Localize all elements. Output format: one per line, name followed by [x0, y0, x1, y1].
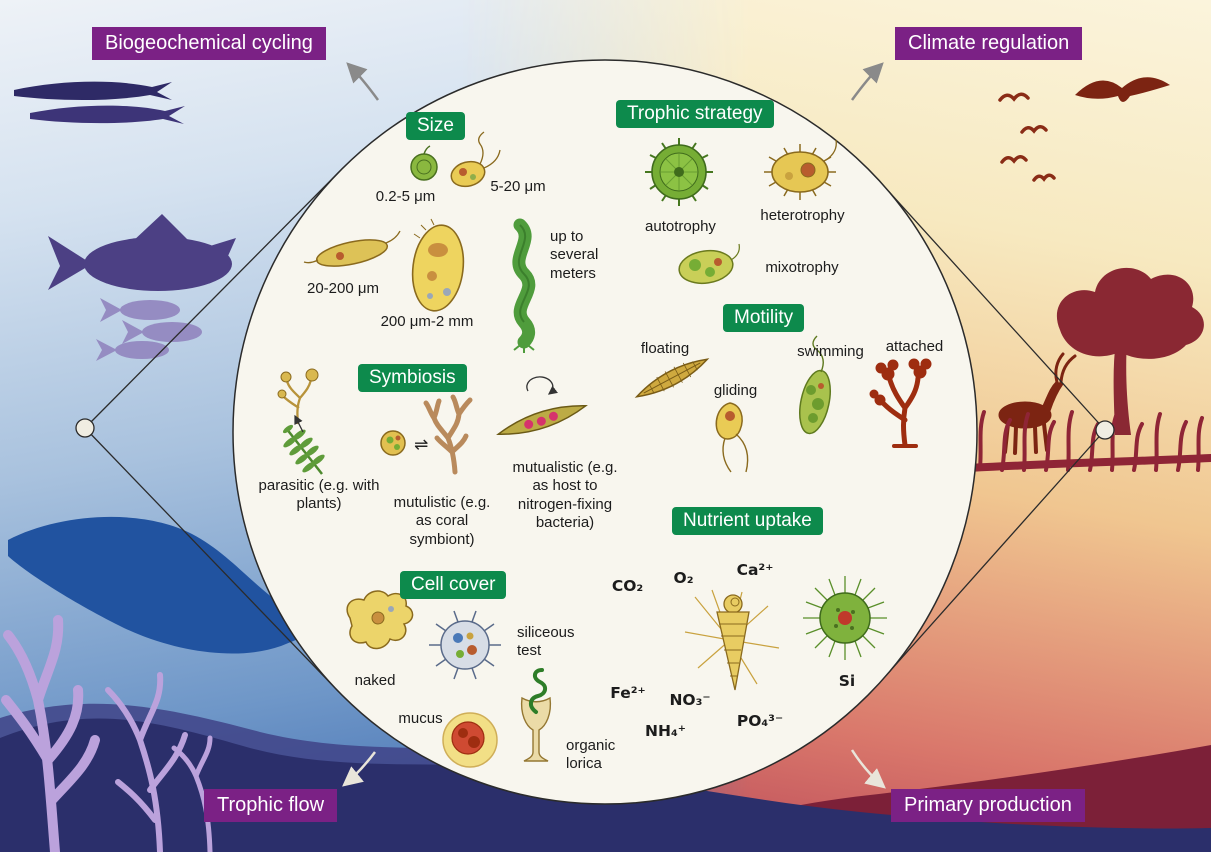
- arrow-to-primary-production: [850, 749, 886, 789]
- arrow-to-climate: [850, 62, 884, 101]
- organic-lorica-icon: [520, 668, 552, 762]
- parasitic-arrow-icon: [294, 414, 304, 433]
- bass-fish-icon: [48, 214, 236, 291]
- flagellate-cell-icon: [450, 131, 501, 188]
- banner-biogeochemical-cycling: Biogeochemical cycling: [92, 27, 326, 60]
- large-ciliate-icon: [411, 218, 465, 312]
- label-si: Si: [838, 672, 856, 690]
- banner-trophic-flow: Trophic flow: [204, 789, 338, 822]
- badge-cell-cover: Cell cover: [400, 571, 507, 599]
- whale-icon: [8, 516, 347, 654]
- label-size-medium: 20-200 μm: [306, 280, 379, 297]
- coral-icon: [1, 615, 213, 852]
- label-mucus: mucus: [398, 710, 443, 727]
- label-fe: Fe²⁺: [610, 684, 646, 702]
- badge-motility: Motility: [723, 304, 805, 332]
- label-size-flagellate: 5-20 μm: [490, 178, 546, 195]
- arrow-to-biogeochemical: [346, 62, 380, 101]
- silica-radiolarian-icon: [803, 576, 887, 660]
- label-mutualistic-host: mutualistic (e.g. as host to nitrogen-fi…: [512, 459, 618, 531]
- coral-branch-icon: [423, 394, 473, 475]
- label-gliding: gliding: [713, 382, 758, 399]
- small-cell-icon: [410, 145, 438, 181]
- label-size-large: 200 μm-2 mm: [380, 313, 474, 330]
- label-autotrophy: autotrophy: [645, 218, 716, 235]
- plant-leaf-icon: [282, 424, 325, 475]
- heterotrophy-icon: [764, 139, 837, 200]
- label-nh4: NH₄⁺: [645, 722, 686, 740]
- label-co2: CO₂: [611, 577, 644, 595]
- macroalgae-icon: [512, 218, 536, 353]
- floating-icon: [634, 358, 710, 398]
- bird-flock-icon: [998, 92, 1056, 182]
- label-naked: naked: [354, 672, 396, 689]
- label-swimming: swimming: [797, 343, 864, 360]
- corner-arrows: [342, 62, 886, 789]
- label-size-small: 0.2-5 μm: [375, 188, 436, 205]
- lens-anchor-right: [1095, 420, 1115, 440]
- parasite-icon: [277, 368, 319, 425]
- siliceous-test-icon: [429, 610, 501, 680]
- small-fish-school-icon: [96, 298, 202, 361]
- label-no3: NO₃⁻: [669, 691, 711, 709]
- attached-icon: [869, 358, 932, 448]
- medium-cell-icon: [303, 230, 401, 267]
- naked-amoeba-icon: [346, 590, 414, 650]
- lens-tangent-lines: [84, 171, 1106, 693]
- mixotrophy-icon: [678, 243, 740, 285]
- exchange-arrows-symbol: ⇌: [414, 435, 428, 455]
- lens-anchor-left: [75, 418, 95, 438]
- barracuda-fish-icon: [14, 81, 185, 124]
- label-po4: PO₄³⁻: [736, 712, 784, 730]
- badge-trophic-strategy: Trophic strategy: [616, 100, 774, 128]
- label-siliceous: siliceous test: [517, 624, 575, 660]
- label-attached: attached: [885, 338, 944, 355]
- badge-size: Size: [406, 112, 465, 140]
- swimming-icon: [799, 335, 831, 435]
- host-diatom-icon: [496, 376, 588, 435]
- label-mixotrophy: mixotrophy: [765, 259, 839, 276]
- arrow-to-trophic-flow: [342, 751, 376, 787]
- label-size-giant: up to several meters: [550, 228, 599, 282]
- eagle-icon: [1075, 77, 1170, 102]
- label-mutualistic-coral: mutulistic (e.g. as coral symbiont): [393, 494, 491, 548]
- badge-nutrient-uptake: Nutrient uptake: [672, 507, 823, 535]
- autotrophy-icon: [645, 138, 713, 206]
- label-ca: Ca²⁺: [736, 561, 774, 579]
- mucus-cell-icon: [442, 712, 498, 768]
- gliding-icon: [715, 402, 749, 473]
- symbiont-cell-icon: [380, 430, 406, 456]
- label-floating: floating: [640, 340, 690, 357]
- banner-climate-regulation: Climate regulation: [895, 27, 1083, 60]
- label-parasitic: parasitic (e.g. with plants): [258, 477, 380, 513]
- label-lorica: organic lorica: [566, 737, 616, 773]
- badge-symbiosis: Symbiosis: [358, 364, 467, 392]
- label-o2: O₂: [673, 569, 694, 587]
- banner-primary-production: Primary production: [891, 789, 1085, 822]
- tree-icon: [1056, 267, 1204, 435]
- rhizarian-shell-icon: [684, 589, 780, 691]
- label-heterotrophy: heterotrophy: [760, 207, 845, 224]
